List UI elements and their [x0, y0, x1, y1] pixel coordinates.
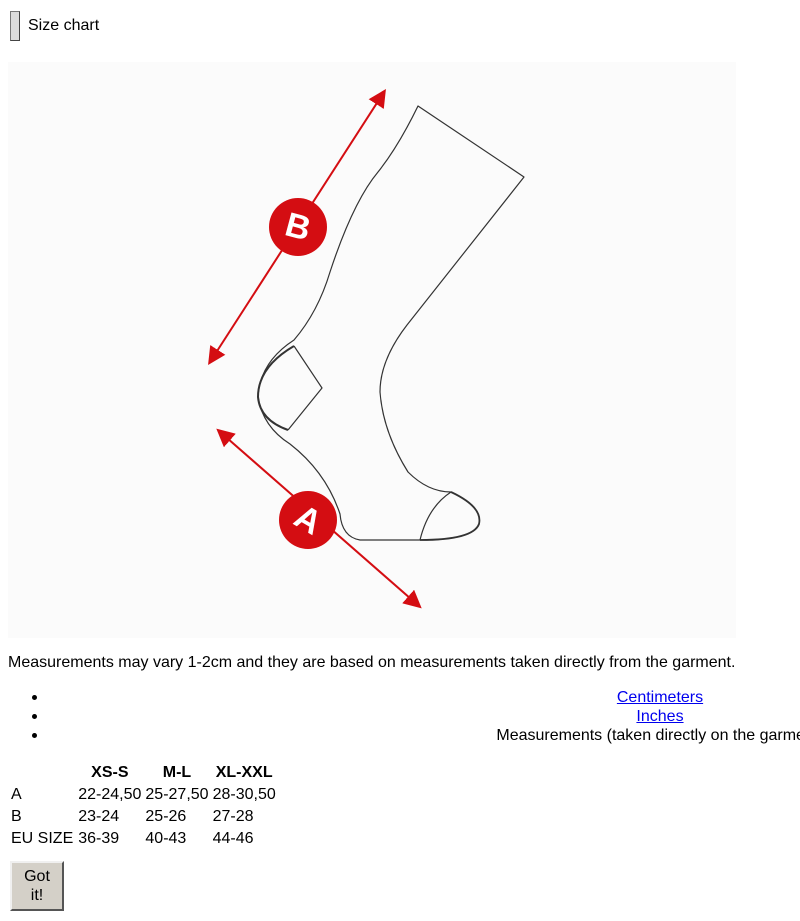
bullet-icon	[32, 714, 37, 719]
badge-b: B	[269, 198, 327, 256]
size-column-header: XL-XXL	[215, 764, 273, 781]
sock-outline	[257, 105, 525, 541]
table-row: B 23-24 25-26 27-28	[10, 807, 277, 827]
size-table: XS-S M-L XL-XXL A 22-24,50 25-27,50 28-3…	[8, 761, 279, 851]
table-cell: 28-30,50	[212, 786, 276, 803]
table-row: EU SIZE 36-39 40-43 44-46	[10, 829, 277, 849]
unit-tabs: Centimeters Inches Measurements (taken d…	[0, 688, 800, 745]
table-cell: 25-27,50	[145, 786, 209, 803]
bullet-icon	[32, 695, 37, 700]
sock-illustration: B A	[208, 88, 525, 609]
measurement-note: Measurements may vary 1-2cm and they are…	[8, 654, 736, 671]
size-column-header: M-L	[162, 764, 192, 781]
table-cell: 40-43	[145, 830, 187, 847]
measurements-label: Measurements (taken directly on the garm…	[496, 727, 800, 744]
size-table-header-row: XS-S M-L XL-XXL	[10, 763, 277, 783]
bullet-icon	[32, 733, 37, 738]
got-it-button[interactable]: Got it!	[10, 861, 64, 911]
table-cell: 22-24,50	[78, 786, 142, 803]
sock-measurement-diagram: B A	[8, 62, 736, 638]
table-cell: 36-39	[78, 830, 120, 847]
size-chart-toggle-button[interactable]	[10, 11, 20, 41]
centimeters-link[interactable]: Centimeters	[616, 689, 704, 706]
table-cell: 27-28	[212, 808, 254, 825]
size-column-header: XS-S	[91, 764, 129, 781]
inches-link[interactable]: Inches	[636, 708, 684, 725]
row-label: A	[11, 786, 22, 803]
size-chart-header: Size chart	[10, 10, 99, 42]
size-table-corner	[10, 763, 75, 783]
size-chart-title: Size chart	[28, 17, 100, 34]
table-cell: 44-46	[212, 830, 254, 847]
unit-tab-centimeters: Centimeters	[0, 688, 800, 707]
unit-tab-inches: Inches	[0, 707, 800, 726]
table-cell: 23-24	[78, 808, 120, 825]
row-label: EU SIZE	[11, 830, 74, 847]
row-label: B	[11, 808, 22, 825]
table-row: A 22-24,50 25-27,50 28-30,50	[10, 785, 277, 805]
unit-tab-measurements: Measurements (taken directly on the garm…	[0, 726, 800, 745]
table-cell: 25-26	[145, 808, 187, 825]
badge-a: A	[279, 491, 337, 549]
